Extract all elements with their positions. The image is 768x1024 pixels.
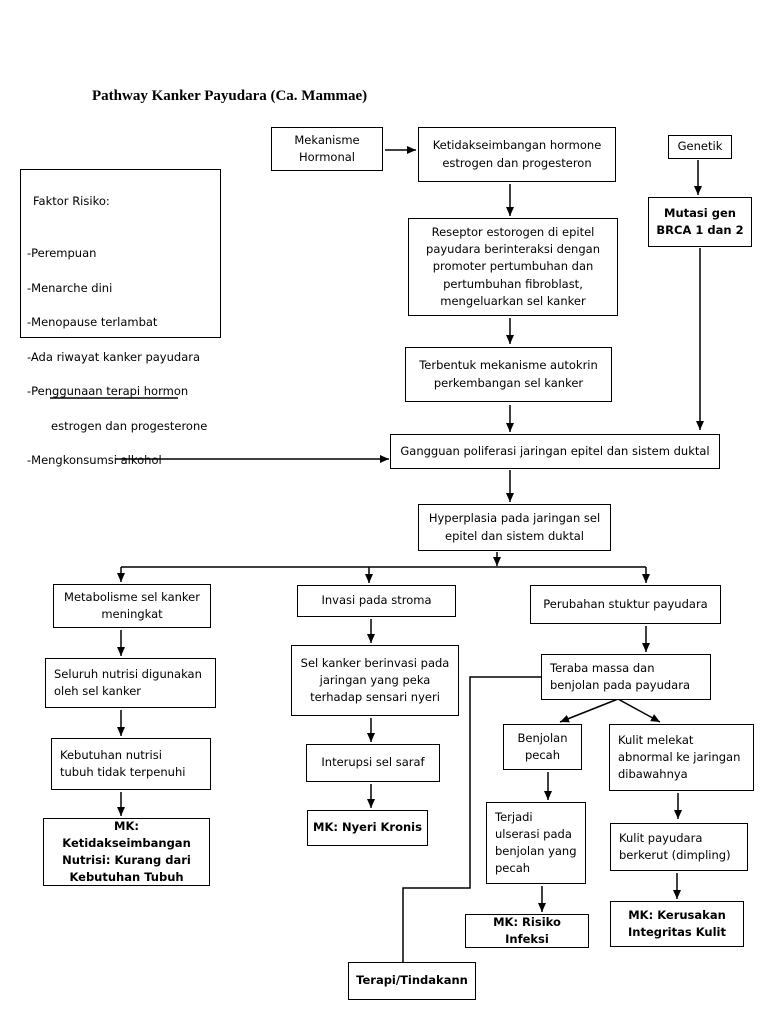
risk-factor-item: -Perempuan (27, 246, 97, 260)
ketidakseimbangan-hormone-box: Ketidakseimbangan hormone estrogen dan p… (418, 127, 616, 182)
risk-factor-item: -Mengkonsumsi alkohol (27, 453, 162, 467)
risk-factor-item: -Ada riwayat kanker payudara (27, 349, 201, 364)
ulserasi-box: Terjadi ulserasi pada benjolan yang peca… (486, 802, 586, 884)
hyperplasia-box: Hyperplasia pada jaringan sel epitel dan… (418, 504, 611, 551)
gangguan-poliferasi-box: Gangguan poliferasi jaringan epitel dan … (390, 434, 720, 469)
mutasi-gen-box: Mutasi gen BRCA 1 dan 2 (648, 197, 752, 247)
mk-nutrisi-box: MK: Ketidakseimbangan Nutrisi: Kurang da… (43, 818, 210, 886)
reseptor-estrogen-box: Reseptor estorogen di epitel payudara be… (408, 218, 618, 316)
mekanisme-autokrin-box: Terbentuk mekanisme autokrin perkembanga… (405, 347, 612, 402)
nutrisi-digunakan-box: Seluruh nutrisi digunakan oleh sel kanke… (45, 658, 216, 708)
interupsi-saraf-box: Interupsi sel saraf (306, 744, 440, 782)
kulit-melekat-box: Kulit melekat abnormal ke jaringan dibaw… (609, 724, 754, 791)
risk-factor-item: estrogen dan progesterone (51, 418, 208, 433)
risk-factor-item: -Penggunaan terapi hormon (27, 384, 189, 398)
teraba-massa-box: Teraba massa dan benjolan pada payudara (541, 654, 711, 700)
benjolan-pecah-box: Benjolan pecah (503, 724, 582, 770)
invasi-stroma-box: Invasi pada stroma (297, 585, 456, 617)
metabolisme-box: Metabolisme sel kanker meningkat (53, 584, 211, 628)
sel-kanker-invasi-box: Sel kanker berinvasi pada jaringan yang … (291, 645, 459, 716)
risk-factors-box: Faktor Risiko: -Perempuan -Menarche dini… (20, 169, 221, 467)
terapi-tindakan-box: Terapi/Tindakann (348, 962, 476, 1000)
kebutuhan-nutrisi-box: Kebutuhan nutrisi tubuh tidak terpenuhi (51, 738, 211, 790)
kulit-berkerut-box: Kulit payudara berkerut (dimpling) (610, 823, 748, 871)
genetik-box: Genetik (668, 135, 732, 159)
diagram-title: Pathway Kanker Payudara (Ca. Mammae) (92, 88, 368, 104)
mk-nyeri-box: MK: Nyeri Kronis (307, 810, 428, 846)
risk-factor-item: -Menarche dini (27, 280, 113, 295)
arrow-teraba-to-kulit (617, 698, 661, 723)
mk-integritas-box: MK: Kerusakan Integritas Kulit (610, 901, 744, 947)
mk-infeksi-box: MK: Risiko Infeksi (465, 914, 589, 948)
risk-factors-heading: Faktor Risiko: (33, 194, 110, 209)
mekanisme-hormonal-box: Mekanisme Hormonal (271, 127, 383, 171)
risk-factors-list: -Perempuan -Menarche dini -Menopause ter… (27, 228, 214, 487)
perubahan-struktur-box: Perubahan stuktur payudara (530, 585, 721, 624)
risk-factor-item: -Menopause terlambat (27, 315, 158, 329)
terapi-connector-line (402, 676, 541, 968)
arrow-teraba-to-benjolan (559, 698, 619, 723)
